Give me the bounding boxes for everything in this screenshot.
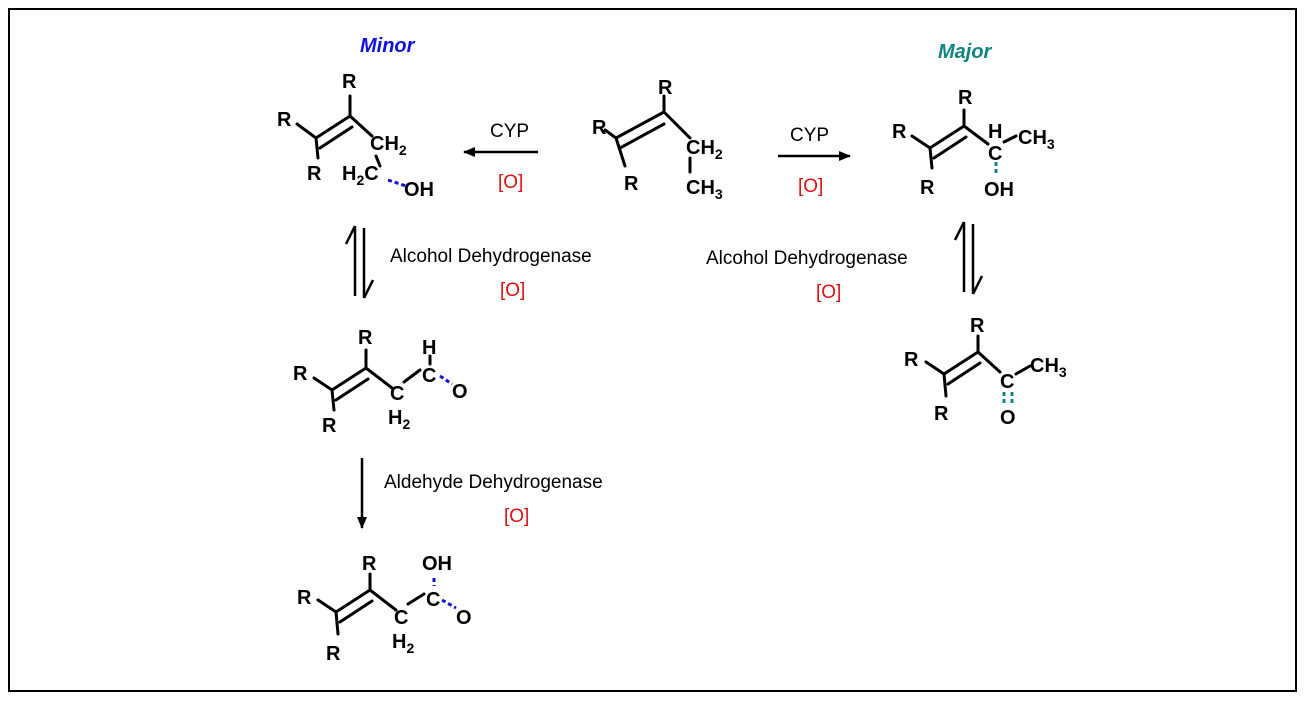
svg-text:O: O <box>1000 407 1016 429</box>
svg-text:CH3: CH3 <box>1030 355 1067 380</box>
svg-text:R: R <box>322 415 337 437</box>
aldh-label: Aldehyde Dehydrogenase <box>384 472 603 493</box>
svg-text:OH: OH <box>984 179 1014 201</box>
svg-text:H: H <box>422 337 436 359</box>
equilibrium-arrow-major <box>953 221 984 295</box>
svg-text:R: R <box>293 363 308 385</box>
adh-oxidant-major: [O] <box>816 282 841 303</box>
svg-text:R: R <box>658 77 673 99</box>
svg-text:CH3: CH3 <box>1018 127 1055 152</box>
svg-text:R: R <box>624 173 639 195</box>
svg-text:H2: H2 <box>388 407 410 432</box>
svg-text:R: R <box>904 349 919 371</box>
svg-text:H2C: H2C <box>342 163 379 188</box>
svg-text:C: C <box>422 365 436 387</box>
cyp-label-minor: CYP <box>490 121 529 142</box>
oxidant-label-major: [O] <box>798 176 823 197</box>
major-title: Major <box>938 41 993 63</box>
svg-text:R: R <box>934 403 949 425</box>
svg-text:C: C <box>988 143 1002 165</box>
diagram-frame <box>8 8 1297 692</box>
svg-text:R: R <box>592 117 607 139</box>
svg-text:R: R <box>326 643 341 665</box>
svg-text:C: C <box>390 383 404 405</box>
svg-text:R: R <box>970 315 985 337</box>
svg-text:C: C <box>1000 371 1014 393</box>
svg-text:H2: H2 <box>392 631 414 656</box>
svg-text:R: R <box>920 177 935 199</box>
svg-text:OH: OH <box>404 179 434 201</box>
svg-text:CH2: CH2 <box>686 137 723 162</box>
cyp-label-major: CYP <box>790 125 829 146</box>
adh-oxidant-minor: [O] <box>500 280 525 301</box>
svg-text:O: O <box>456 607 472 629</box>
svg-text:CH2: CH2 <box>370 133 407 158</box>
svg-text:R: R <box>342 71 357 93</box>
svg-text:R: R <box>892 121 907 143</box>
svg-text:R: R <box>307 163 322 185</box>
svg-text:R: R <box>277 109 292 131</box>
svg-text:R: R <box>297 587 312 609</box>
svg-text:C: C <box>394 607 408 629</box>
equilibrium-arrow-minor <box>344 225 375 299</box>
svg-text:R: R <box>358 327 373 349</box>
primary-alcohol-molecule: R R R CH2 H2C OH <box>277 71 434 201</box>
secondary-alcohol-molecule: R R R H CH3 C OH <box>892 87 1055 201</box>
aldh-oxidant: [O] <box>504 506 529 527</box>
adh-label-major: Alcohol Dehydrogenase <box>706 248 908 269</box>
svg-text:R: R <box>362 553 377 575</box>
ketone-molecule: R R R C CH3 O <box>904 315 1067 429</box>
aldehyde-molecule: R R R H C C H2 O <box>293 327 468 437</box>
svg-text:H: H <box>988 121 1002 143</box>
svg-text:CH3: CH3 <box>686 177 723 202</box>
svg-text:OH: OH <box>422 553 452 575</box>
carboxylic-acid-molecule: R R R OH C C H2 O <box>297 553 472 665</box>
svg-text:O: O <box>452 381 468 403</box>
substrate-molecule: R R R CH2 CH3 <box>592 77 723 202</box>
minor-title: Minor <box>360 35 416 57</box>
svg-text:C: C <box>426 589 440 611</box>
adh-label-minor: Alcohol Dehydrogenase <box>390 246 592 267</box>
oxidant-label-minor: [O] <box>498 172 523 193</box>
svg-text:R: R <box>958 87 973 109</box>
